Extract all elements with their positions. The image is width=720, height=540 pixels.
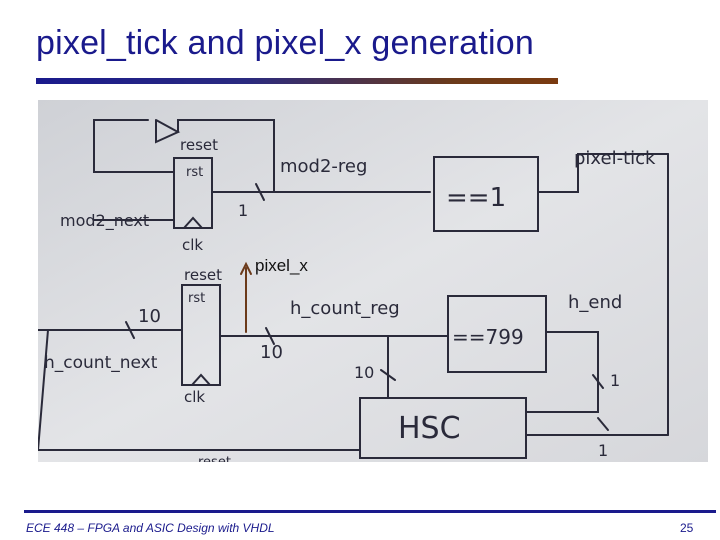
- title-underline: [36, 78, 558, 84]
- h-count-reg-label: h_count_reg: [290, 298, 400, 319]
- rst-label-bottom: rst: [188, 291, 205, 306]
- h-end-label: h_end: [568, 292, 622, 313]
- pixel-x-annotation: pixel_x: [255, 256, 308, 276]
- eq799-label: ==799: [452, 325, 524, 349]
- eq1-label: ==1: [446, 183, 506, 213]
- width-1-label: 1: [238, 201, 248, 220]
- mod2-reg-label: mod2-reg: [280, 156, 367, 177]
- footer-text: ECE 448 – FPGA and ASIC Design with VHDL: [26, 521, 275, 535]
- pixel-tick-label: pixel-tick: [574, 148, 656, 169]
- width-10-label-c: 10: [354, 363, 374, 382]
- width-10-label-a: 10: [138, 306, 161, 327]
- hsc-label: HSC: [398, 411, 461, 446]
- rst-label-top: rst: [186, 165, 203, 180]
- clk-label-top: clk: [182, 236, 203, 254]
- width-10-label-b: 10: [260, 342, 283, 363]
- mod2-next-label: mod2_next: [60, 211, 149, 231]
- clk-label-bottom: clk: [184, 388, 205, 406]
- page-number: 25: [680, 521, 693, 535]
- width-1-label-b: 1: [610, 371, 620, 390]
- footer-rule: [24, 510, 716, 513]
- h-count-next-label: h_count_next: [44, 353, 158, 373]
- slide-title: pixel_tick and pixel_x generation: [36, 24, 534, 63]
- reset-label-bottom: reset: [184, 266, 222, 284]
- reset-label-top: reset: [180, 136, 218, 154]
- whiteboard-photo: reset rst clk mod2-reg mod2_next 1 pixel…: [38, 100, 708, 462]
- reset-label-footer: reset: [198, 455, 231, 462]
- width-1-label-c: 1: [598, 441, 608, 460]
